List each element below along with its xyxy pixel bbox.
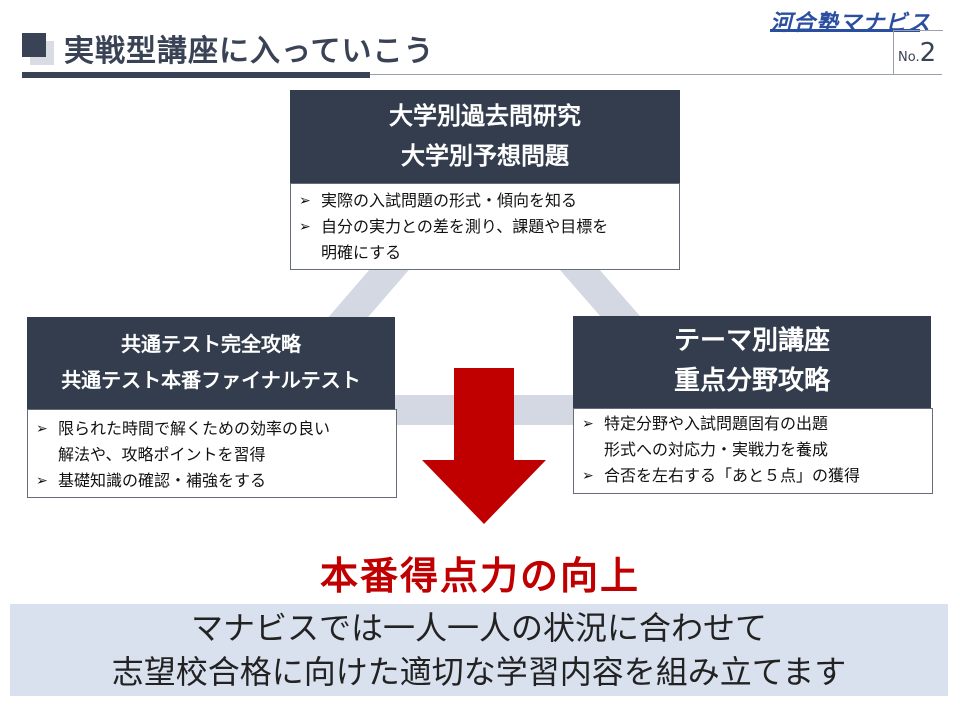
bullet-arrow-icon: ➢ bbox=[299, 193, 311, 209]
bullet-arrow-icon: ➢ bbox=[582, 416, 594, 432]
heading-line: 大学別過去問研究 bbox=[389, 102, 581, 130]
page-number-prefix: No. bbox=[898, 50, 920, 65]
title-square-icon bbox=[22, 33, 46, 57]
heading-line: 共通テスト本番ファイナルテスト bbox=[61, 368, 361, 392]
page-number: No.2 bbox=[898, 38, 936, 68]
list-item: ➢自分の実力との差を測り、課題や目標を bbox=[291, 214, 679, 240]
summary-banner: マナビスでは一人一人の状況に合わせて 志望校合格に向けた適切な学習内容を組み立て… bbox=[10, 604, 948, 696]
heading-line: 重点分野攻略 bbox=[673, 366, 830, 396]
heading-line: テーマ別講座 bbox=[673, 326, 830, 356]
list-item-continuation: 明確にする bbox=[321, 243, 402, 262]
page-number-value: 2 bbox=[919, 38, 937, 68]
heading-line: 共通テスト完全攻略 bbox=[121, 332, 301, 356]
bullet-arrow-icon: ➢ bbox=[36, 421, 48, 437]
down-arrow-icon bbox=[422, 368, 546, 524]
banner-line: 志望校合格に向けた適切な学習内容を組み立てます bbox=[111, 653, 847, 691]
title-underline bbox=[22, 72, 370, 78]
logo-underline bbox=[770, 29, 920, 32]
list-item: ➢基礎知識の確認・補強をする bbox=[28, 468, 396, 494]
page-number-frame bbox=[893, 30, 943, 75]
bullet-arrow-icon: ➢ bbox=[36, 473, 48, 489]
bullet-arrow-icon: ➢ bbox=[582, 468, 594, 484]
list-item-continuation: 解法や、攻略ポイントを習得 bbox=[58, 445, 266, 464]
page-title: 実戦型講座に入っていこう bbox=[64, 34, 435, 69]
list-item: ➢実際の入試問題の形式・傾向を知る bbox=[291, 188, 679, 214]
box-common-test-body: ➢限られた時間で解くための効率の良い 解法や、攻略ポイントを習得 ➢基礎知識の確… bbox=[27, 409, 397, 498]
list-item: ➢合否を左右する「あと５点」の獲得 bbox=[574, 463, 932, 489]
header-divider bbox=[370, 74, 942, 75]
box-theme-heading: テーマ別講座 重点分野攻略 bbox=[573, 316, 931, 408]
heading-line: 大学別予想問題 bbox=[401, 142, 569, 170]
bullet-arrow-icon: ➢ bbox=[299, 219, 311, 235]
box-university-heading: 大学別過去問研究 大学別予想問題 bbox=[290, 90, 680, 183]
list-item: ➢特定分野や入試問題固有の出題 bbox=[574, 411, 932, 437]
box-university-body: ➢実際の入試問題の形式・傾向を知る ➢自分の実力との差を測り、課題や目標を 明確… bbox=[290, 183, 680, 270]
banner-line: マナビスでは一人一人の状況に合わせて bbox=[190, 609, 767, 647]
box-common-test-heading: 共通テスト完全攻略 共通テスト本番ファイナルテスト bbox=[27, 317, 395, 409]
result-heading: 本番得点力の向上 bbox=[319, 554, 640, 598]
list-item-continuation: 形式への対応力・実戦力を養成 bbox=[604, 440, 829, 459]
box-theme-body: ➢特定分野や入試問題固有の出題 形式への対応力・実戦力を養成 ➢合否を左右する「… bbox=[573, 408, 933, 494]
list-item: ➢限られた時間で解くための効率の良い bbox=[28, 416, 396, 442]
